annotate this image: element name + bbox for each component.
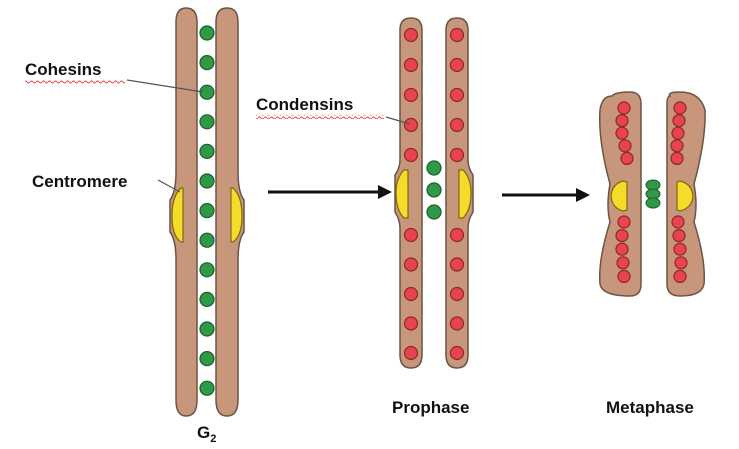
cohesin-dot xyxy=(199,84,215,100)
cohesin-dot xyxy=(199,54,215,71)
condensin-dot xyxy=(615,229,629,243)
condensin-dot xyxy=(449,316,465,331)
g2-centromere-left xyxy=(171,187,184,243)
condensin-dot xyxy=(449,57,465,73)
condensin-dot xyxy=(403,117,419,133)
condensin-dot xyxy=(671,215,685,229)
g2-chromosome xyxy=(169,7,245,417)
label-g2: G2 xyxy=(197,423,216,445)
cohesin-dot xyxy=(199,351,215,367)
condensin-dot xyxy=(449,345,465,361)
metaphase-centromere-left xyxy=(610,180,628,212)
condensin-dot xyxy=(403,286,419,302)
prophase-cohesin-group xyxy=(426,160,442,220)
condensin-dot xyxy=(671,126,685,140)
condensin-dot xyxy=(449,227,465,243)
cohesin-dot xyxy=(645,197,661,209)
cohesin-dot xyxy=(199,262,215,278)
condensin-dot xyxy=(449,286,465,302)
condensin-dot xyxy=(617,215,631,229)
cohesin-dot xyxy=(426,160,442,176)
condensin-dot xyxy=(615,242,629,256)
cohesin-dot xyxy=(199,291,215,307)
leader-line-centromere xyxy=(157,179,181,193)
condensin-dot xyxy=(616,256,630,270)
condensin-dot xyxy=(618,139,632,153)
g2-cohesin-group xyxy=(199,25,215,396)
condensin-dot xyxy=(615,113,629,128)
condensin-dot xyxy=(449,147,465,163)
label-cohesins: Cohesins xyxy=(25,60,102,79)
metaphase-chromosome xyxy=(598,91,706,297)
condensin-dot xyxy=(673,101,687,115)
condensin-dot xyxy=(449,87,465,103)
prophase-chromosome xyxy=(394,17,474,369)
metaphase-cohesin-group xyxy=(645,179,661,209)
leader-line-condensins xyxy=(385,116,411,125)
arrow-g2-to-prophase xyxy=(268,185,392,199)
condensin-dot xyxy=(672,229,686,243)
cohesin-dot xyxy=(426,204,442,220)
condensin-dot xyxy=(403,345,419,361)
condensin-dot xyxy=(449,257,465,272)
condensin-dot xyxy=(620,151,634,165)
metaphase-centromere-right xyxy=(676,180,694,212)
cohesin-dot xyxy=(199,203,215,219)
g2-chromatid-right xyxy=(215,7,245,417)
cohesin-dot xyxy=(199,143,215,159)
label-centromere: Centromere xyxy=(32,172,127,191)
condensin-dot xyxy=(670,139,684,153)
leader-line-cohesins xyxy=(126,79,204,93)
cohesin-dot xyxy=(199,114,215,130)
prophase-centromere-right xyxy=(458,169,472,219)
cohesin-dot xyxy=(199,321,215,337)
label-prophase: Prophase xyxy=(392,398,469,417)
cohesin-dot xyxy=(199,380,215,396)
condensin-dot xyxy=(403,57,419,73)
condensin-dot xyxy=(403,316,419,331)
g2-centromere-right xyxy=(230,187,243,243)
condensin-dot xyxy=(403,257,419,272)
condensin-dot xyxy=(403,147,419,163)
spellcheck-underline-cohesins xyxy=(25,80,125,84)
condensin-dot xyxy=(672,113,686,128)
condensin-dot xyxy=(449,117,465,133)
condensin-dot xyxy=(403,87,419,103)
condensin-dot xyxy=(674,256,688,270)
arrow-prophase-to-metaphase xyxy=(502,188,590,202)
prophase-condensin-group xyxy=(403,27,465,361)
label-metaphase: Metaphase xyxy=(606,398,694,417)
condensin-dot xyxy=(449,27,465,43)
cohesin-dot xyxy=(426,182,442,198)
condensin-dot xyxy=(403,227,419,243)
cohesin-dot xyxy=(199,232,215,248)
cohesin-dot xyxy=(199,173,215,189)
spellcheck-underline-condensins xyxy=(256,115,384,119)
condensin-dot xyxy=(673,242,687,256)
condensin-dot xyxy=(615,126,629,140)
prophase-centromere-left xyxy=(395,169,409,219)
label-condensins: Condensins xyxy=(256,95,353,114)
cohesin-dot xyxy=(199,25,215,41)
condensin-dot xyxy=(403,27,419,43)
condensin-dot xyxy=(617,101,631,115)
condensin-dot xyxy=(617,269,631,283)
condensin-dot xyxy=(670,151,684,165)
condensin-dot xyxy=(673,269,687,283)
metaphase-condensin-group xyxy=(615,101,688,283)
